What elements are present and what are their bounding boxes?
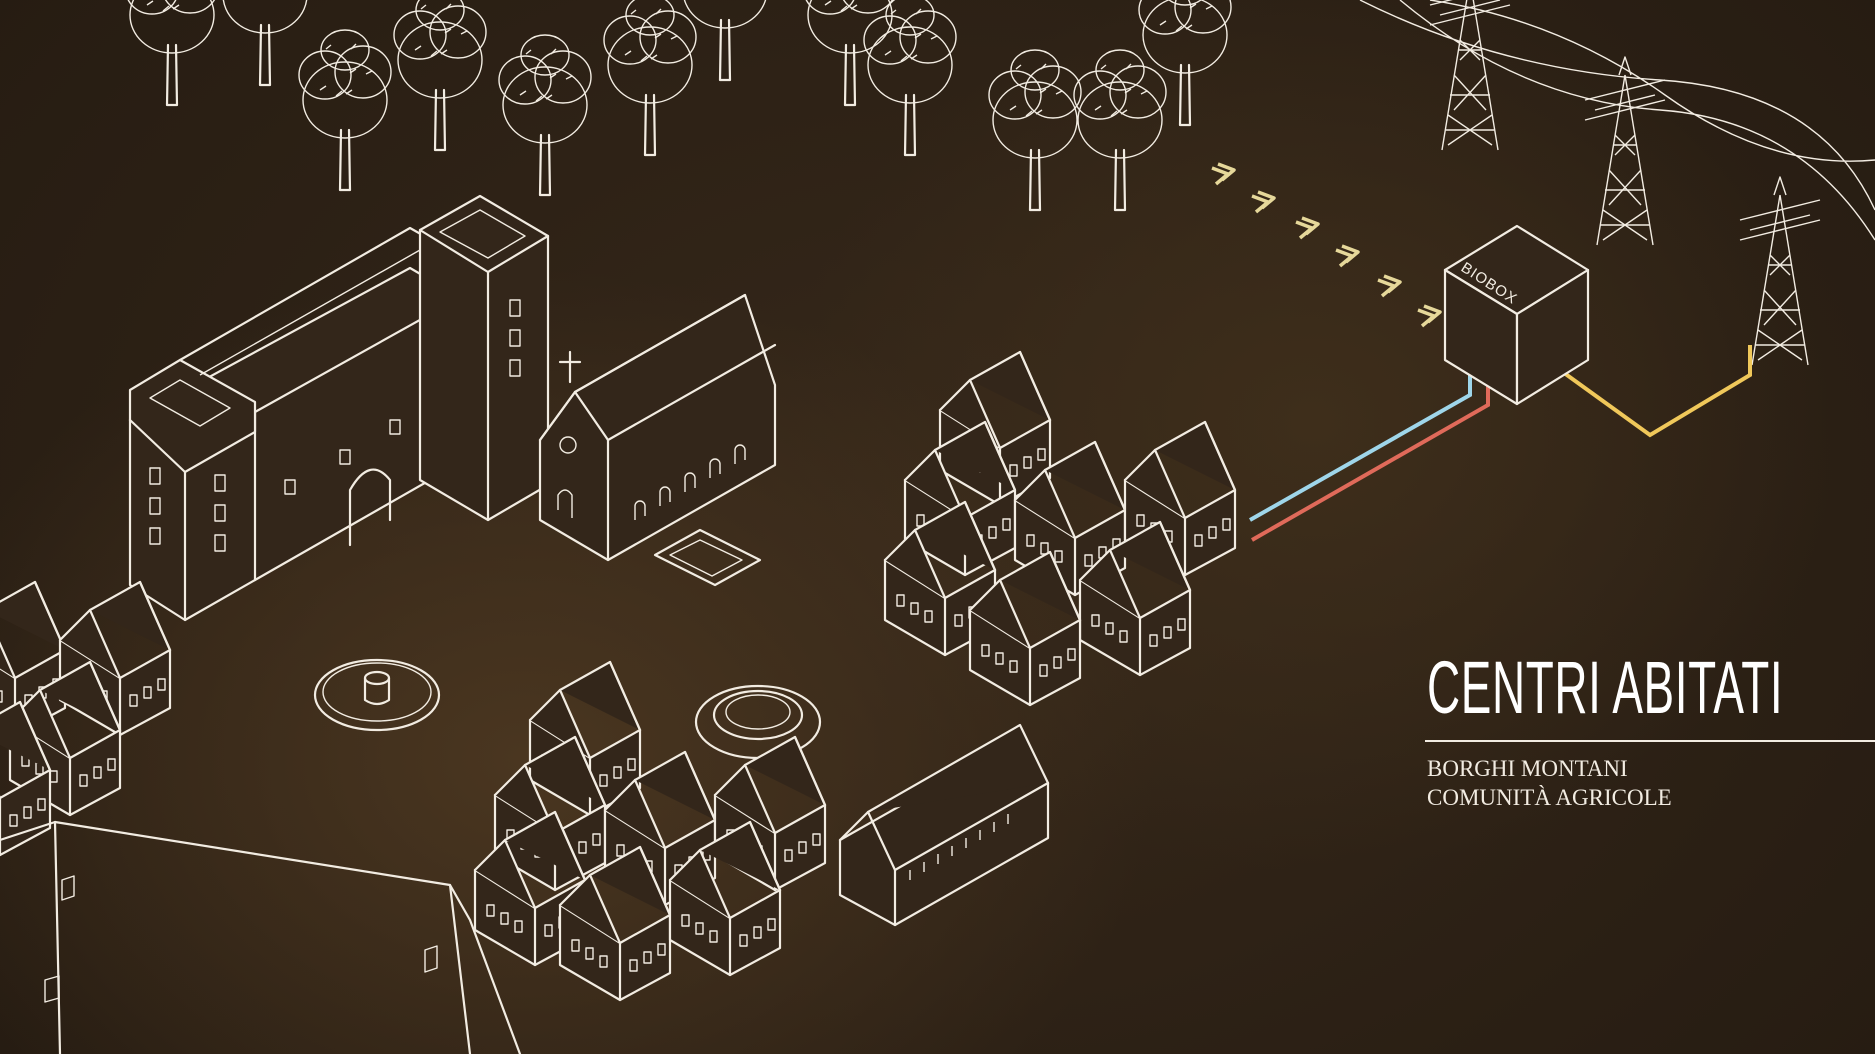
tree-icon (217, 0, 313, 87)
city-wall (0, 820, 522, 1054)
subtitle-line-1: BORGHI MONTANI (1427, 756, 1628, 781)
tree-row (124, 0, 1233, 212)
pylon-icon (1584, 56, 1666, 246)
church-icon (538, 293, 777, 587)
pylon-icon (1739, 176, 1821, 366)
tree-icon (497, 33, 593, 197)
tree-icon (802, 0, 898, 107)
title-divider (1425, 740, 1875, 742)
arrow-icon (1250, 190, 1276, 214)
tree-icon (297, 28, 393, 192)
castle-icon (128, 194, 550, 622)
tree-icon (602, 0, 698, 157)
page-title: CENTRI ABITATI (1427, 646, 1784, 729)
house-cluster-left (0, 580, 172, 857)
tree-icon (124, 0, 220, 107)
tree-icon (1072, 48, 1168, 212)
arrow-icon (1416, 304, 1442, 328)
fountain-icon (313, 658, 441, 732)
biobox-icon: BIOBOX (1443, 224, 1590, 406)
subtitle-line-2: COMUNITÀ AGRICOLE (1427, 785, 1672, 810)
arrow-icon (1376, 274, 1402, 298)
arrow-icon (1294, 216, 1320, 240)
tree-icon (392, 0, 488, 152)
section-heading: CENTRI ABITATI BORGHI MONTANI COMUNITÀ A… (1425, 646, 1875, 810)
house-icon (58, 580, 172, 737)
flow-arrows (1210, 162, 1442, 328)
house-cluster-bottom (473, 660, 827, 1002)
pylon-icon (1429, 0, 1511, 151)
tree-icon (987, 48, 1083, 212)
arrow-icon (1210, 162, 1236, 186)
long-building (838, 723, 1050, 927)
tree-icon (677, 0, 773, 82)
fountain-icon (694, 684, 822, 760)
pipes (1249, 345, 1752, 542)
arrow-icon (1334, 244, 1360, 268)
house-cluster-right (883, 350, 1237, 707)
tree-icon (1137, 0, 1233, 127)
power-pylons (1359, 0, 1875, 366)
tree-icon (862, 0, 958, 157)
